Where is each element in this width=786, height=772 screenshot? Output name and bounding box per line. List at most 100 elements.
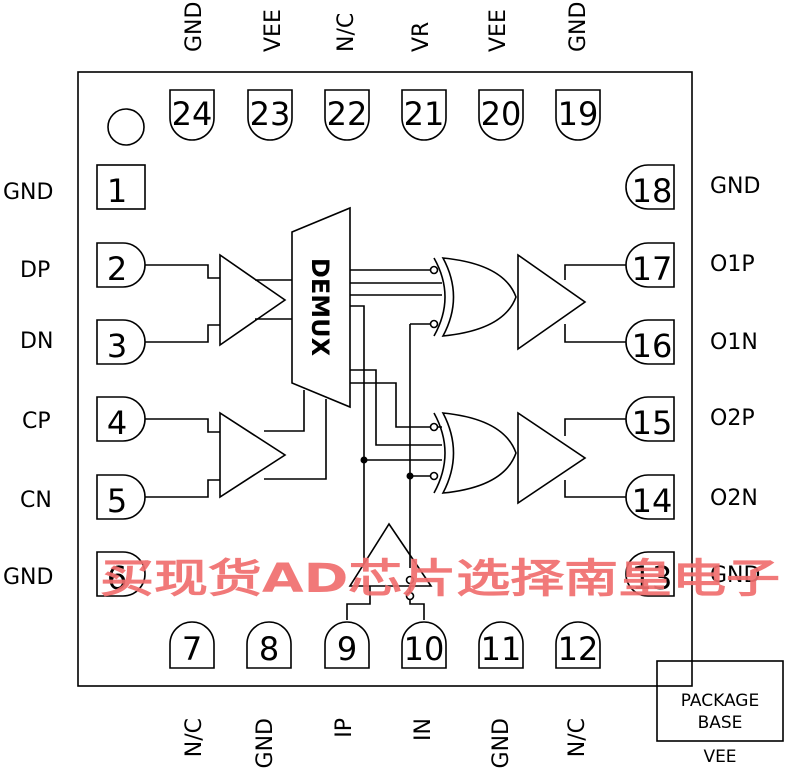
top-label-21: VR bbox=[409, 22, 434, 52]
demux-label: DEMUX bbox=[306, 258, 334, 357]
pin-10 bbox=[401, 621, 447, 669]
pin-11 bbox=[478, 621, 524, 669]
wire-ip bbox=[346, 586, 371, 620]
wire-cp bbox=[145, 418, 220, 433]
wire-out-1n bbox=[564, 324, 626, 343]
package-base-box bbox=[656, 660, 784, 742]
pin-23 bbox=[247, 89, 293, 141]
left-label-5: CN bbox=[20, 488, 52, 513]
pin-12 bbox=[555, 621, 601, 669]
demux-block bbox=[291, 206, 351, 409]
bottom-label-10: IN bbox=[411, 718, 436, 741]
pin-20 bbox=[478, 89, 524, 141]
bottom-pins: 7 8 9 10 11 12 bbox=[169, 621, 601, 669]
left-label-6: GND bbox=[3, 565, 53, 590]
pin-num-20: 20 bbox=[481, 95, 522, 133]
pin-num-24: 24 bbox=[172, 95, 213, 133]
left-label-3: DN bbox=[20, 329, 53, 354]
pin-num-9: 9 bbox=[337, 630, 357, 668]
pin-21 bbox=[401, 89, 447, 141]
data-input-buffer bbox=[219, 253, 287, 347]
pin-4 bbox=[96, 396, 146, 442]
package-base-line2: BASE bbox=[698, 713, 743, 733]
wire-clk-to-demux-1 bbox=[264, 390, 305, 432]
pin-num-10: 10 bbox=[404, 630, 445, 668]
wire-cn bbox=[145, 479, 220, 498]
top-label-22: N/C bbox=[334, 13, 359, 52]
wire-demux-out-6 bbox=[350, 305, 365, 564]
pin-22 bbox=[324, 89, 370, 141]
top-label-24: GND bbox=[182, 2, 207, 52]
pin-num-12: 12 bbox=[558, 630, 599, 668]
wire-dn bbox=[145, 324, 220, 343]
pin-19 bbox=[555, 89, 601, 141]
left-pins: 1 2 3 4 5 6 bbox=[96, 164, 146, 597]
left-label-1: GND bbox=[3, 180, 53, 205]
right-label-18: GND bbox=[710, 174, 760, 199]
right-label-14: O2N bbox=[710, 486, 758, 511]
pin-2 bbox=[96, 242, 146, 288]
bottom-label-9: IP bbox=[332, 718, 357, 738]
pin-num-22: 22 bbox=[327, 95, 368, 133]
left-label-4: CP bbox=[22, 409, 51, 434]
bottom-label-8: GND bbox=[253, 718, 278, 768]
pin-num-5: 5 bbox=[107, 482, 127, 520]
wire-demux-out-4 bbox=[350, 369, 442, 446]
right-pin-labels: GND O1P O1N O2P O2N GND bbox=[710, 174, 760, 588]
ip-in-buffer bbox=[348, 522, 433, 587]
top-label-23: VEE bbox=[261, 9, 286, 52]
pin-6 bbox=[96, 551, 146, 597]
pin-5 bbox=[96, 474, 146, 520]
pin-24 bbox=[169, 89, 215, 141]
wire-dp bbox=[145, 264, 220, 279]
pin-3 bbox=[96, 319, 146, 365]
junction-dot-2 bbox=[406, 472, 414, 480]
pin1-indicator bbox=[107, 108, 145, 146]
watermark-text: 买现货AD芯片选择南皇电子 bbox=[100, 556, 780, 602]
pin-1 bbox=[96, 164, 146, 210]
clock-input-buffer bbox=[219, 411, 287, 499]
wire-out-2p bbox=[564, 418, 626, 436]
bottom-label-7: N/C bbox=[182, 718, 207, 757]
package-outline bbox=[77, 71, 693, 687]
pin-num-19: 19 bbox=[558, 95, 599, 133]
buffer-bubble-top bbox=[405, 575, 415, 585]
output-buffer-2 bbox=[517, 411, 587, 505]
top-pin-labels: GND VEE N/C VR VEE GND bbox=[182, 2, 591, 52]
wire-out-2n bbox=[564, 480, 626, 498]
right-label-17: O1P bbox=[710, 252, 755, 277]
left-label-2: DP bbox=[20, 258, 50, 283]
bottom-pin-labels: N/C GND IP IN GND N/C bbox=[182, 718, 590, 768]
pin-num-14: 14 bbox=[632, 482, 673, 520]
right-label-15: O2P bbox=[710, 406, 755, 431]
pin-num-7: 7 bbox=[182, 630, 202, 668]
pin-num-1: 1 bbox=[107, 172, 127, 210]
top-pins: 24 23 22 21 20 19 bbox=[169, 89, 601, 141]
buffer-bubble-bottom bbox=[405, 591, 415, 601]
wire-clk-to-demux-2 bbox=[264, 399, 327, 480]
right-pins: 18 17 16 15 14 13 bbox=[625, 164, 675, 597]
pin-14 bbox=[625, 474, 675, 520]
junction-dot-1 bbox=[360, 456, 368, 464]
right-label-16: O1N bbox=[710, 330, 758, 355]
output-buffer-1 bbox=[517, 253, 587, 351]
pin-7 bbox=[169, 621, 215, 669]
bottom-label-11: GND bbox=[489, 718, 514, 768]
pin-num-23: 23 bbox=[250, 95, 291, 133]
pin-num-2: 2 bbox=[107, 250, 127, 288]
pin-15 bbox=[625, 396, 675, 442]
pin-num-21: 21 bbox=[404, 95, 445, 133]
bottom-label-12: N/C bbox=[565, 718, 590, 757]
pin-18 bbox=[625, 164, 675, 210]
top-label-20: VEE bbox=[486, 9, 511, 52]
pin-num-16: 16 bbox=[632, 327, 673, 365]
pin-num-8: 8 bbox=[259, 630, 279, 668]
pin-num-4: 4 bbox=[107, 404, 127, 442]
pin-num-17: 17 bbox=[632, 250, 673, 288]
xor-gate-1 bbox=[429, 257, 517, 337]
pin-13 bbox=[625, 551, 675, 597]
pin-8 bbox=[246, 621, 292, 669]
pin-num-18: 18 bbox=[632, 172, 673, 210]
pin-16 bbox=[625, 319, 675, 365]
